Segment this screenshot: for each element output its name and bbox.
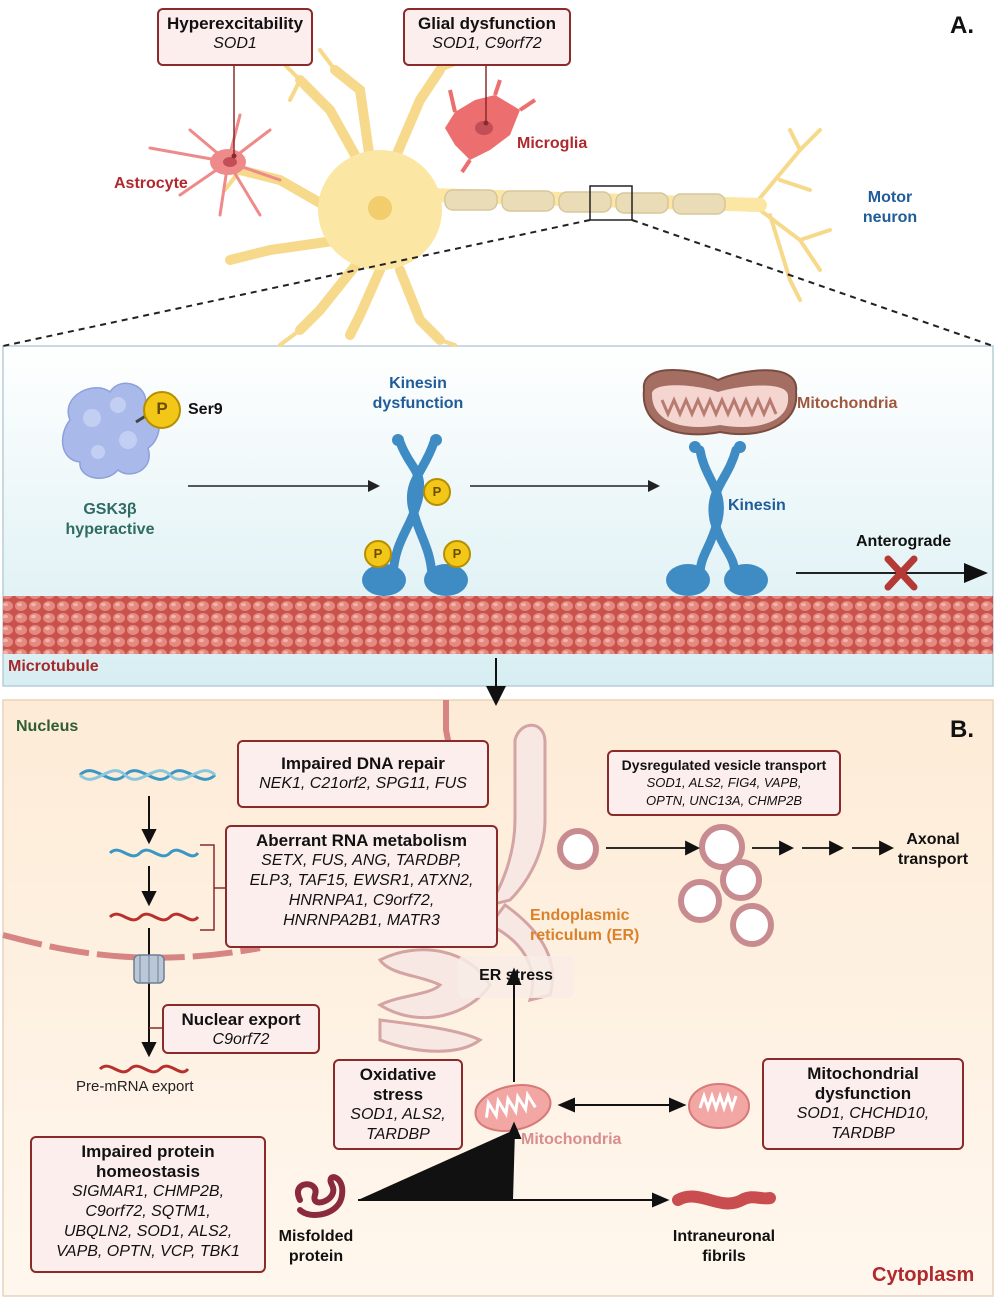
gsk3b-label: GSK3β hyperactive (50, 500, 170, 540)
hyperexcitability-title: Hyperexcitability (166, 14, 304, 33)
rna-genes-2: ELP3, TAF15, EWSR1, ATXN2, (249, 872, 474, 889)
er-stress-label: ER stress (479, 967, 553, 984)
anterograde-label: Anterograde (856, 533, 952, 550)
motor-neuron-label-1: Motor (867, 189, 913, 206)
fibril-icon (672, 1190, 776, 1210)
mitochondria-damaged-icon (688, 1083, 750, 1129)
proteo-title-1: Impaired protein (81, 1142, 215, 1161)
mitochondria-label-b: Mitochondria (521, 1131, 622, 1148)
nuclear-pore-icon (133, 954, 165, 984)
kinesin-dysfunction-label: Kinesin dysfunction (358, 374, 478, 414)
gsk3b-label-1: GSK3β (83, 501, 137, 518)
vesicles-icon (557, 824, 774, 947)
oxidative-title-2: stress (372, 1085, 424, 1104)
er-label-2: reticulum (ER) (530, 927, 640, 944)
oxidative-title-1: Oxidative (359, 1065, 437, 1084)
mitochondria-label-a: Mitochondria (797, 395, 898, 412)
fibrils-label-1: Intraneuronal (672, 1228, 776, 1245)
er-label: Endoplasmic reticulum (ER) (530, 906, 639, 946)
hyperexcitability-genes: SOD1 (213, 35, 257, 52)
kinesin-dysfunction-label-2: dysfunction (372, 395, 464, 412)
motor-neuron-illustration (213, 48, 832, 347)
gsk3b-label-2: hyperactive (65, 521, 155, 538)
mito-dys-genes-2: TARDBP (831, 1125, 895, 1142)
rna-icon-1 (108, 848, 200, 858)
pre-mrna-label: Pre-mRNA export (76, 1078, 194, 1095)
misfolded-label-2: protein (288, 1248, 344, 1265)
glial-dysfunction-box: Glial dysfunction SOD1, C9orf72 (403, 8, 571, 66)
kinesin-phosphorylated-icon (388, 434, 442, 580)
gsk3b-protein-icon (61, 382, 181, 480)
glial-title: Glial dysfunction (418, 14, 556, 33)
kinesin-mitochondria-icon (642, 369, 798, 596)
panel-a-letter: A. (950, 12, 974, 39)
axonal-transport-label-2: transport (897, 851, 969, 868)
vesicle-genes-2: OPTN, UNC13A, CHMP2B (645, 793, 803, 808)
proteo-genes-4: VAPB, OPTN, VCP, TBK1 (56, 1243, 240, 1260)
kinesin-label: Kinesin (728, 497, 786, 514)
misfolded-label-1: Misfolded (278, 1228, 354, 1245)
fibrils-label-2: fibrils (702, 1248, 746, 1265)
hyperexcitability-box: Hyperexcitability SOD1 (157, 8, 313, 66)
rna-title: Aberrant RNA metabolism (256, 831, 467, 850)
dna-repair-title: Impaired DNA repair (281, 754, 445, 773)
mito-dysfunction-box: Mitochondrial dysfunction SOD1, CHCHD10,… (762, 1058, 964, 1150)
vesicle-genes-1: SOD1, ALS2, FIG4, VAPB, (646, 775, 802, 790)
p-badge-2: P (373, 546, 383, 561)
rna-genes-3: HNRNPA1, C9orf72, (288, 892, 435, 909)
microtubule-label: Microtubule (8, 658, 99, 675)
misfolded-protein-icon (295, 1174, 346, 1218)
cytoplasm-label: Cytoplasm (872, 1264, 975, 1286)
astrocyte-illustration (148, 113, 282, 217)
mito-dys-genes-1: SOD1, CHCHD10, (796, 1105, 930, 1122)
oxidative-stress-box: Oxidative stress SOD1, ALS2, TARDBP (333, 1059, 463, 1150)
microglia-label: Microglia (517, 135, 588, 152)
axonal-transport-label-1: Axonal (906, 831, 960, 848)
p-badge-1: P (432, 484, 442, 499)
nucleus-label: Nucleus (16, 718, 79, 735)
dna-repair-genes: NEK1, C21orf2, SPG11, FUS (259, 775, 467, 792)
protein-homeostasis-box: Impaired protein homeostasis SIGMAR1, CH… (30, 1136, 266, 1273)
proteo-genes-1: SIGMAR1, CHMP2B, (71, 1183, 225, 1200)
oxidative-genes-1: SOD1, ALS2, (350, 1106, 446, 1123)
vesicle-transport-box: Dysregulated vesicle transport SOD1, ALS… (607, 750, 841, 816)
glial-genes: SOD1, C9orf72 (432, 35, 542, 52)
proteo-title-2: homeostasis (96, 1162, 200, 1181)
kinesin-dysfunction-label-1: Kinesin (389, 375, 447, 392)
panel-b-letter: B. (950, 716, 974, 743)
proteo-genes-2: C9orf72, SQTM1, (85, 1203, 211, 1220)
rna-genes-1: SETX, FUS, ANG, TARDBP, (261, 852, 462, 869)
proteo-genes-3: UBQLN2, SOD1, ALS2, (63, 1223, 233, 1240)
intraneuronal-fibrils-label: Intraneuronal fibrils (664, 1227, 784, 1267)
astrocyte-label: Astrocyte (114, 175, 188, 192)
axonal-transport-label: Axonal transport (888, 830, 978, 870)
rna-genes-4: HNRNPA2B1, MATR3 (283, 912, 440, 929)
motor-neuron-label: Motor neuron (850, 188, 930, 228)
p-badge-3: P (452, 546, 462, 561)
nuclear-envelope (2, 932, 261, 961)
phospho-p-label: P (156, 399, 168, 418)
microtubule-band (3, 596, 993, 654)
zoom-box (589, 185, 633, 221)
nuclear-export-box: Nuclear export C9orf72 (162, 1004, 320, 1054)
dna-repair-box: Impaired DNA repair NEK1, C21orf2, SPG11… (237, 740, 489, 808)
er-label-1: Endoplasmic (530, 907, 630, 924)
oxidative-genes-2: TARDBP (366, 1126, 430, 1143)
ser9-label: Ser9 (188, 401, 223, 418)
mitochondria-icon-b (474, 1084, 552, 1132)
misfolded-protein-label: Misfolded protein (268, 1227, 364, 1267)
pre-mrna-icon (98, 1064, 190, 1074)
dna-icon (78, 769, 217, 781)
rna-metabolism-box: Aberrant RNA metabolism SETX, FUS, ANG, … (225, 825, 498, 948)
blocked-x-icon (884, 555, 918, 591)
microglia-illustration (445, 79, 537, 174)
mito-dys-title-1: Mitochondrial (807, 1064, 919, 1083)
nuclear-export-genes: C9orf72 (212, 1031, 270, 1048)
rna-icon-2 (108, 912, 200, 922)
mito-dys-title-2: dysfunction (814, 1084, 912, 1103)
vesicle-title: Dysregulated vesicle transport (621, 757, 827, 773)
motor-neuron-label-2: neuron (862, 209, 918, 226)
nuclear-export-title: Nuclear export (181, 1010, 301, 1029)
